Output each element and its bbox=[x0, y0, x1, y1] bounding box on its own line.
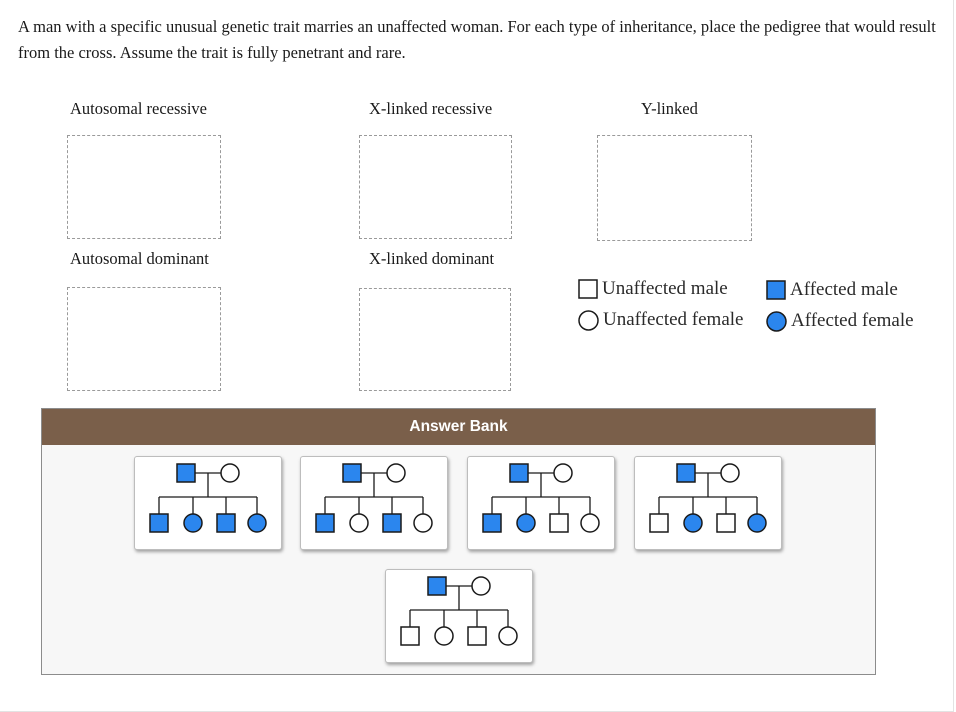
pedigree-5-icon bbox=[400, 576, 518, 646]
mother-symbol bbox=[720, 463, 740, 483]
drop-zone-x-linked-dominant[interactable] bbox=[359, 288, 511, 391]
pedigree-card-3[interactable] bbox=[467, 456, 615, 550]
pedigree-card-2[interactable] bbox=[300, 456, 448, 550]
label-x-linked-dominant: X-linked dominant bbox=[369, 249, 495, 268]
child-symbol-3 bbox=[716, 513, 736, 533]
affected-female-symbol-icon bbox=[766, 310, 787, 332]
child-symbol-1 bbox=[482, 513, 502, 533]
legend-affected-female: Affected female bbox=[766, 310, 914, 332]
pedigree-card-4[interactable] bbox=[634, 456, 782, 550]
child-symbol-2 bbox=[516, 513, 536, 533]
child-symbol-3 bbox=[549, 513, 569, 533]
pedigree-1-icon bbox=[149, 463, 267, 533]
drop-zone-autosomal-recessive[interactable] bbox=[67, 135, 221, 239]
answer-bank-header: Answer Bank bbox=[42, 409, 875, 445]
child-symbol-4 bbox=[247, 513, 267, 533]
pedigree-card-5[interactable] bbox=[385, 569, 533, 663]
drop-zone-y-linked[interactable] bbox=[597, 135, 752, 241]
child-symbol-1 bbox=[649, 513, 669, 533]
child-symbol-4 bbox=[580, 513, 600, 533]
pedigree-2-icon bbox=[315, 463, 433, 533]
question-text: A man with a specific unusual genetic tr… bbox=[18, 17, 936, 62]
child-symbol-2 bbox=[349, 513, 369, 533]
child-symbol-2 bbox=[434, 626, 454, 646]
mother-symbol bbox=[220, 463, 240, 483]
pedigree-card-1[interactable] bbox=[134, 456, 282, 550]
father-symbol bbox=[509, 463, 529, 483]
mother-symbol bbox=[471, 576, 491, 596]
label-x-linked-recessive: X-linked recessive bbox=[369, 99, 493, 118]
mother-symbol bbox=[386, 463, 406, 483]
answer-bank: Answer Bank bbox=[41, 408, 876, 675]
unaffected-male-symbol-icon bbox=[578, 279, 598, 299]
label-y-linked: Y-linked bbox=[641, 99, 698, 118]
child-symbol-1 bbox=[400, 626, 420, 646]
child-symbol-2 bbox=[183, 513, 203, 533]
pedigree-3-icon bbox=[482, 463, 600, 533]
legend-affected-male: Affected male bbox=[766, 279, 898, 301]
father-symbol bbox=[676, 463, 696, 483]
child-symbol-4 bbox=[413, 513, 433, 533]
father-symbol bbox=[342, 463, 362, 483]
child-symbol-1 bbox=[149, 513, 169, 533]
legend-unaffected-female: Unaffected female bbox=[578, 309, 743, 331]
unaffected-female-symbol-icon bbox=[578, 309, 599, 331]
label-autosomal-recessive: Autosomal recessive bbox=[70, 99, 208, 118]
mother-symbol bbox=[553, 463, 573, 483]
legend-label: Unaffected male bbox=[602, 278, 728, 299]
drop-zone-autosomal-dominant[interactable] bbox=[67, 287, 221, 391]
legend-label: Affected male bbox=[790, 279, 898, 300]
child-symbol-3 bbox=[467, 626, 487, 646]
father-symbol bbox=[176, 463, 196, 483]
affected-male-symbol-icon bbox=[766, 280, 786, 300]
legend-unaffected-male: Unaffected male bbox=[578, 278, 728, 300]
label-autosomal-dominant: Autosomal dominant bbox=[70, 249, 209, 268]
father-symbol bbox=[427, 576, 447, 596]
child-symbol-3 bbox=[382, 513, 402, 533]
legend-label: Unaffected female bbox=[603, 309, 744, 330]
legend-label: Affected female bbox=[791, 310, 914, 331]
answer-bank-title: Answer Bank bbox=[409, 418, 508, 435]
pedigree-4-icon bbox=[649, 463, 767, 533]
child-symbol-3 bbox=[216, 513, 236, 533]
child-symbol-1 bbox=[315, 513, 335, 533]
drop-zone-x-linked-recessive[interactable] bbox=[359, 135, 512, 239]
child-symbol-2 bbox=[683, 513, 703, 533]
child-symbol-4 bbox=[747, 513, 767, 533]
child-symbol-4 bbox=[498, 626, 518, 646]
